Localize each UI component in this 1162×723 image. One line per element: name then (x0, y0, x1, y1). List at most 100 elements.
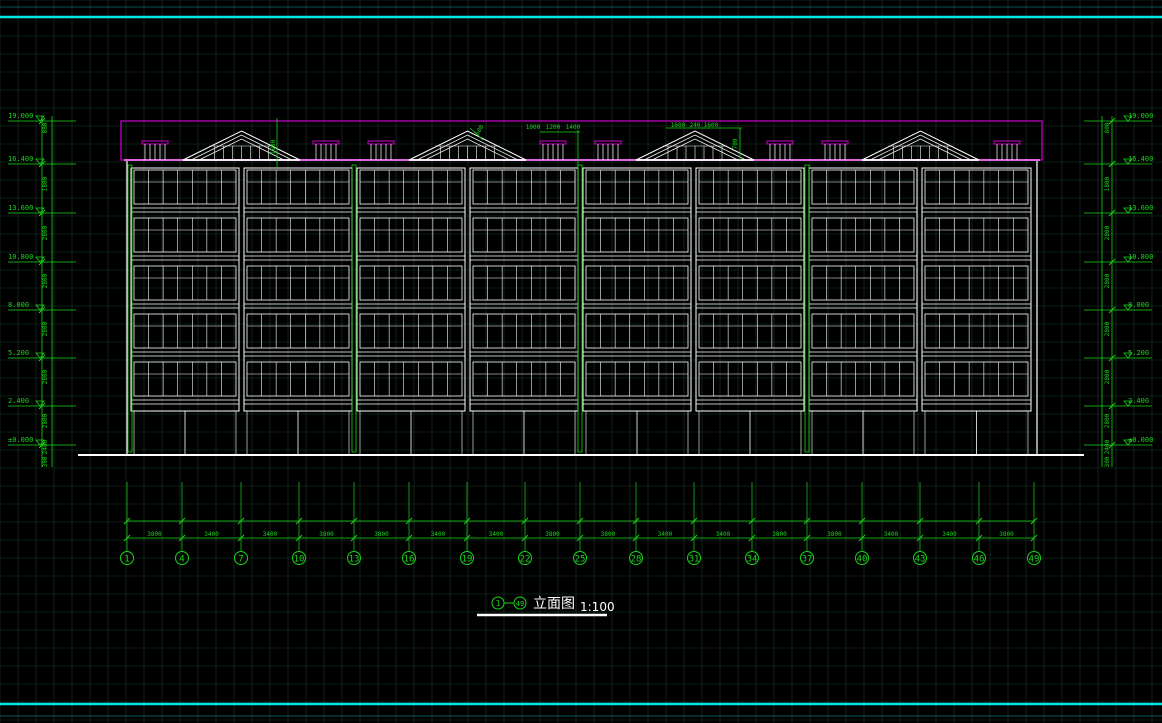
floor-height: 2800 (42, 369, 49, 384)
axis-spacing: 3800 (827, 531, 842, 538)
level-value: 8.000 (8, 301, 29, 309)
dim-tick (38, 354, 46, 362)
dim-tick (803, 517, 811, 525)
axis-circle (292, 551, 306, 565)
bay-frame (130, 167, 240, 412)
floor-height: 2800 (1104, 225, 1111, 240)
axis-circle (745, 551, 759, 565)
window-band (585, 361, 689, 397)
level-triangle (35, 400, 45, 407)
axis-number: 19 (462, 555, 473, 565)
level-triangle (35, 256, 45, 263)
axis-spacing: 3800 (545, 531, 560, 538)
window-band (359, 313, 463, 349)
axis-circle (972, 551, 986, 565)
floor-height: 2400 (42, 439, 49, 454)
level-triangle (1123, 207, 1133, 214)
axis-number: 37 (802, 555, 813, 565)
dim-tick (521, 517, 529, 525)
bay-frame (921, 167, 1032, 412)
dim-tick (1030, 517, 1038, 525)
dim-tick (1108, 441, 1116, 449)
dim-tick (576, 534, 584, 542)
building-bay (582, 167, 692, 455)
frame-borders (0, 6, 1162, 717)
level-triangle (1123, 304, 1133, 311)
dim-tick (632, 517, 640, 525)
floor-height: 2800 (1104, 369, 1111, 384)
window-band (698, 217, 802, 253)
level-triangle (35, 115, 45, 122)
roof-dimension: 1800 (270, 139, 277, 154)
window-band (585, 313, 689, 349)
level-triangle (1123, 352, 1133, 359)
dim-tick (350, 517, 358, 525)
level-value: 19.000 (8, 112, 33, 120)
building-bay (130, 167, 240, 455)
dim-tick (38, 209, 46, 217)
window-band (811, 217, 915, 253)
level-triangle (35, 439, 45, 446)
axis-circle (402, 551, 416, 565)
axis-circle (347, 551, 361, 565)
axis-circle (1027, 551, 1041, 565)
window-band (698, 313, 802, 349)
axis-number: 13 (349, 555, 360, 565)
chimney-cap (367, 140, 395, 145)
roof-dimension: 240 (690, 122, 701, 129)
level-value: 19.000 (1128, 112, 1153, 120)
bay-frame (356, 167, 466, 412)
column-marker (804, 164, 810, 453)
roof-dimension: 700 (732, 138, 739, 149)
window-band (924, 265, 1029, 301)
window-band (246, 217, 350, 253)
floor-height: 2800 (1104, 413, 1111, 428)
axis-circle (518, 551, 532, 565)
bay-frame (808, 167, 918, 412)
roof-chimney (766, 140, 794, 160)
title-axis-end: 49 (516, 600, 524, 608)
window-band (359, 169, 463, 205)
axis-number: 49 (1029, 555, 1040, 565)
dim-tick (975, 517, 983, 525)
dim-tick (123, 534, 131, 542)
dim-tick (123, 517, 131, 525)
dim-tick (916, 517, 924, 525)
level-triangle (1123, 256, 1133, 263)
dim-tick (237, 517, 245, 525)
chimney-cap (993, 140, 1021, 145)
level-triangle (1123, 439, 1133, 446)
level-value: 8.000 (1128, 301, 1149, 309)
axis-spacing: 3400 (489, 531, 504, 538)
dim-tick (178, 534, 186, 542)
floor-height: 2800 (42, 225, 49, 240)
axis-spacing: 3800 (147, 531, 162, 538)
chimney-cap (539, 140, 567, 145)
building-elevation (78, 120, 1084, 456)
window-band (472, 265, 576, 301)
level-value: 2.400 (8, 397, 29, 405)
window-band (133, 217, 237, 253)
level-marks-left: 19.00016.40013.60010.8008.0005.2002.400±… (8, 112, 76, 467)
axis-circle (687, 551, 701, 565)
level-triangle (35, 158, 45, 165)
roof-gable (408, 130, 527, 161)
level-triangle (1123, 400, 1133, 407)
roof-dimension: 1400 (566, 124, 581, 131)
axis-spacing: 3400 (431, 531, 446, 538)
floor-height: 300 (42, 456, 49, 467)
axis-number: 4 (179, 555, 184, 565)
building-bay (243, 167, 353, 455)
roof-dimension: 1600 (704, 122, 719, 129)
axis-circle (913, 551, 927, 565)
drawing-title: 1 49 立面图 1:100 (477, 596, 615, 617)
drawing-scale: 1:100 (580, 600, 615, 614)
axis-spacing: 3800 (772, 531, 787, 538)
dim-tick (463, 534, 471, 542)
building-bay (921, 167, 1032, 455)
dim-tick (1108, 209, 1116, 217)
dim-tick (38, 160, 46, 168)
level-value: 13.600 (1128, 204, 1153, 212)
column-marker (127, 164, 133, 453)
